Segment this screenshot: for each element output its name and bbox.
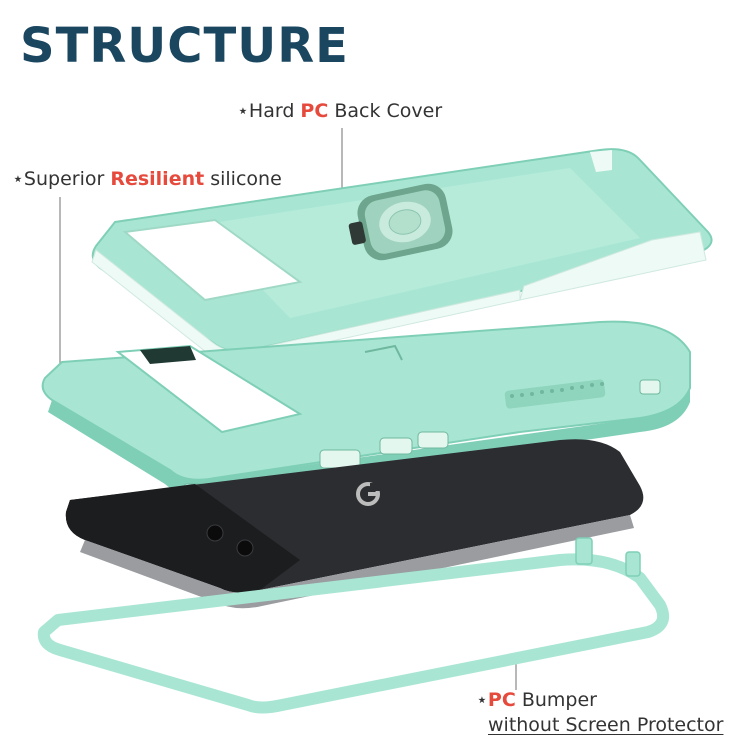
bumper-post: Bumper <box>515 689 597 711</box>
pc-back-cover-layer <box>91 148 713 362</box>
bumper-clip-1 <box>575 537 593 565</box>
camera-lens-2 <box>236 539 254 557</box>
back-cover-highlight: PC <box>300 100 329 122</box>
back-cover-post: Back Cover <box>328 100 443 122</box>
silicone-highlight: Resilient <box>110 168 205 190</box>
silicone-pre: Superior <box>23 168 111 190</box>
silicone-logo-mark <box>364 344 403 361</box>
bumper-frame <box>37 553 669 714</box>
bumper-clip-2 <box>625 551 641 577</box>
star-icon: ⋆ <box>12 168 24 190</box>
kickstand-ring-icon <box>348 183 453 261</box>
silicone-post: silicone <box>204 168 282 190</box>
pc-bumper-layer <box>37 553 669 714</box>
side-buttons <box>319 431 449 469</box>
grip-rib-dots <box>510 382 604 398</box>
bumper-details <box>575 537 641 577</box>
page-title: STRUCTURE <box>20 18 349 74</box>
bumper-subtitle: without Screen Protector <box>488 714 724 736</box>
star-icon: ⋆ <box>237 100 249 122</box>
camera-cutout <box>122 218 303 302</box>
back-cover-pre: Hard <box>248 100 301 122</box>
bumper-callout: ⋆PC Bumper <box>476 689 597 711</box>
bumper-highlight: PC <box>487 689 516 711</box>
star-icon: ⋆ <box>476 689 488 711</box>
google-g-logo <box>356 482 380 506</box>
side-clip <box>519 231 707 301</box>
back-cover-callout: ⋆Hard PC Back Cover <box>237 100 442 122</box>
silicone-inner-notch <box>140 346 196 364</box>
camera-bar <box>65 484 301 593</box>
phone-layer <box>65 439 644 609</box>
corner-cutout-right <box>639 379 661 395</box>
camera-lens-1 <box>206 524 224 542</box>
silicone-callout: ⋆Superior Resilient silicone <box>12 168 282 190</box>
top-clip <box>590 150 612 172</box>
